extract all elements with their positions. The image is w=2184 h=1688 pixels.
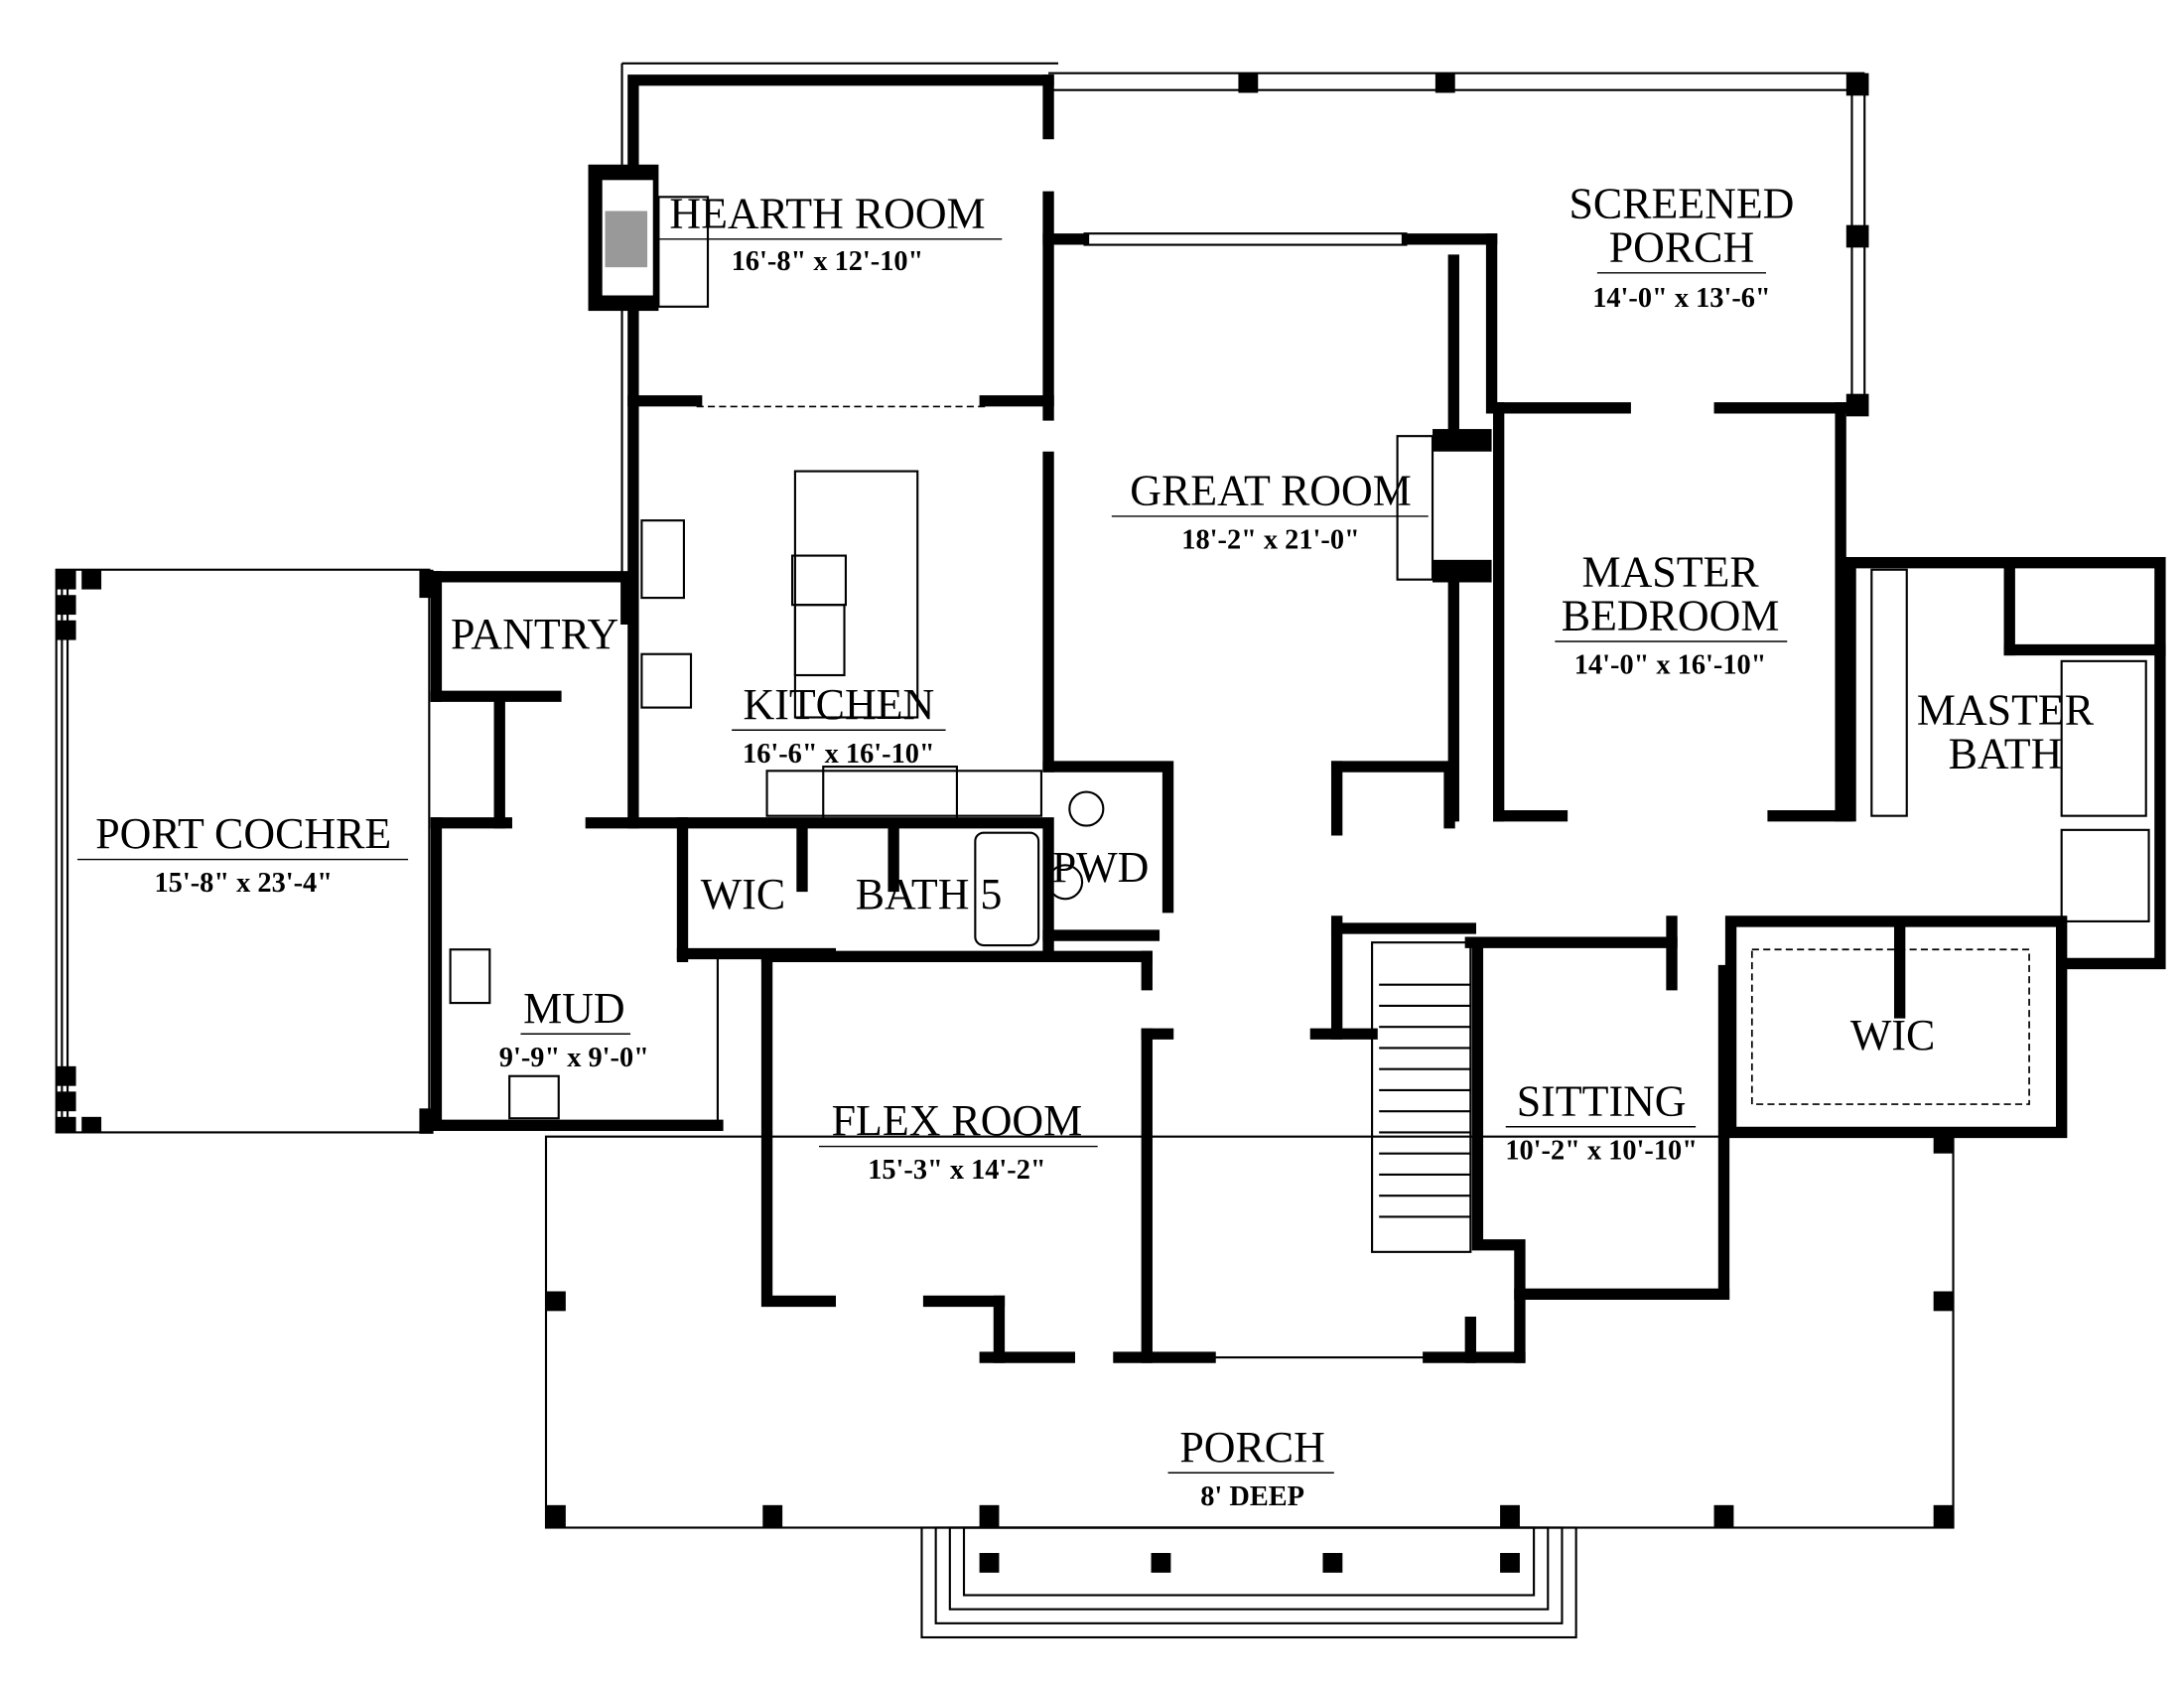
port-cochre-label: PORT COCHRE	[95, 809, 391, 858]
screened-porch-dims: 14'-0" x 13'-6"	[1592, 283, 1770, 314]
hearth-room-label: HEARTH ROOM	[669, 190, 985, 238]
screened-porch-label-1: SCREENED	[1569, 180, 1794, 228]
sitting-label: SITTING	[1517, 1076, 1687, 1125]
kitchen-dims: 16'-6" x 16'-10"	[743, 739, 935, 770]
master-bedroom-label-1: MASTER	[1582, 548, 1760, 597]
master-bedroom-dims: 14'-0" x 16'-10"	[1574, 650, 1767, 681]
kitchen-label: KITCHEN	[743, 680, 934, 729]
porch-outline	[544, 1135, 1955, 1639]
sitting-dims: 10'-2" x 10'-10"	[1505, 1135, 1698, 1166]
stair-treads	[1379, 983, 1471, 1218]
wic-label: WIC	[701, 870, 785, 918]
port-cochre-dims: 15'-8" x 23'-4"	[155, 868, 333, 899]
porch-dims: 8' DEEP	[1200, 1481, 1304, 1512]
mud-label: MUD	[523, 984, 624, 1033]
flex-room-dims: 15'-3" x 14'-2"	[868, 1155, 1045, 1186]
master-bath-label-2: BATH	[1949, 730, 2063, 778]
great-room-dims: 18'-2" x 21'-0"	[1181, 525, 1359, 556]
pantry-label: PANTRY	[451, 610, 618, 658]
room-labels: HEARTH ROOM 16'-8" x 12'-10" SCREENED PO…	[76, 180, 2095, 1512]
porch-label: PORCH	[1179, 1423, 1324, 1472]
flex-room-label: FLEX ROOM	[832, 1096, 1083, 1145]
master-wic-label: WIC	[1850, 1011, 1935, 1059]
mud-dims: 9'-9" x 9'-0"	[499, 1043, 649, 1073]
bath5-label: BATH 5	[856, 870, 1003, 918]
walls	[423, 74, 2166, 1363]
great-room-label: GREAT ROOM	[1130, 467, 1411, 515]
port-cochre-outline	[55, 568, 434, 1134]
screened-porch-label-2: PORCH	[1609, 223, 1754, 272]
pwd-label: PWD	[1052, 843, 1150, 892]
master-bath-label-1: MASTER	[1917, 686, 2095, 735]
master-bedroom-label-2: BEDROOM	[1562, 592, 1780, 640]
screened-porch-outline	[620, 62, 1869, 591]
hearth-room-dims: 16'-8" x 12'-10"	[732, 246, 924, 277]
